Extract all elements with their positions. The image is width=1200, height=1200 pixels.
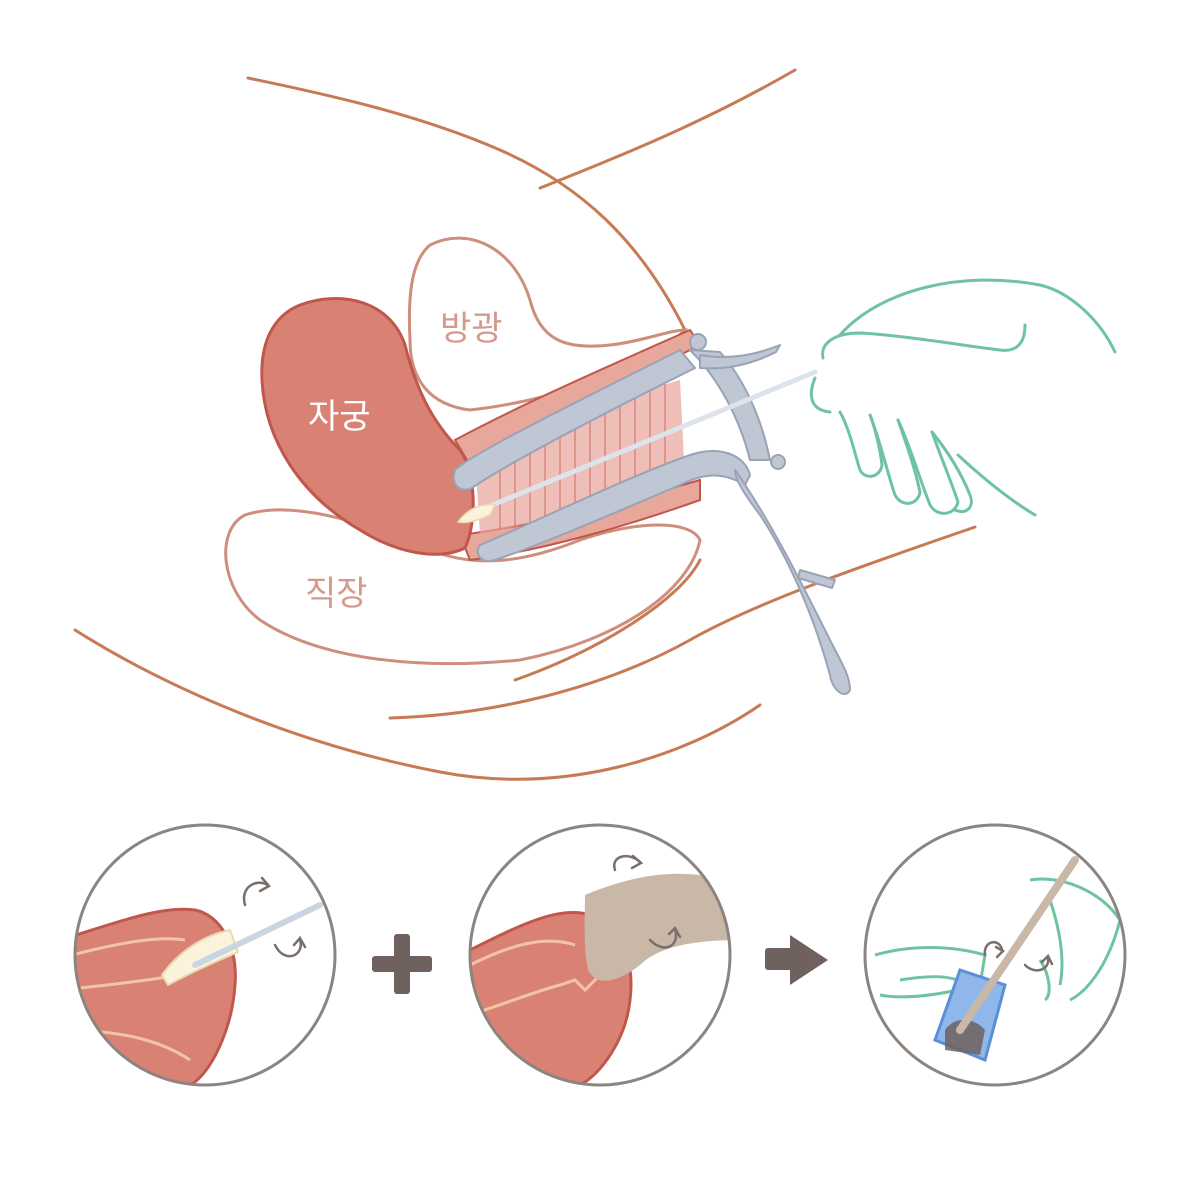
brush-body [584,873,730,981]
spatula-rotate-icon [242,876,307,958]
speculum-screw [689,333,707,351]
speculum [452,333,851,695]
speculum-handle [734,469,851,695]
glove-right [1029,877,1122,1002]
perineum-outline [513,558,702,682]
speculum-catch [797,569,836,589]
step-frame [73,823,337,1087]
rectum-label: 직장 [305,574,368,614]
thigh-outline [538,68,797,190]
speculum-knob [770,454,786,470]
plus-icon [372,934,432,994]
spatula-tip [456,503,497,524]
body-outline [73,68,977,781]
buttock-outline [388,525,977,720]
uterus [260,297,475,556]
step-vial-transfer [863,823,1127,1087]
vial-swirl-icon [983,941,1054,972]
abdomen-outline [246,76,687,332]
spatula-tip-detail [160,928,240,987]
speculum-thumb-lever [699,344,781,370]
spatula [456,369,818,524]
speculum-upper-blade [452,349,696,491]
step-frame [863,823,1127,1087]
step-spatula-scrape [73,823,337,1087]
step-frame [468,823,732,1087]
gloved-hand [809,278,1117,517]
bladder-label: 방광 [440,309,503,349]
uterus-label: 자궁 [308,397,371,437]
arrow-right-icon [765,935,828,985]
step-brush-rotate [468,823,732,1087]
back-outline [73,628,762,781]
speculum-lower-blade [476,450,751,563]
glove-left [874,946,987,999]
brush-rotate-icon [612,854,682,949]
